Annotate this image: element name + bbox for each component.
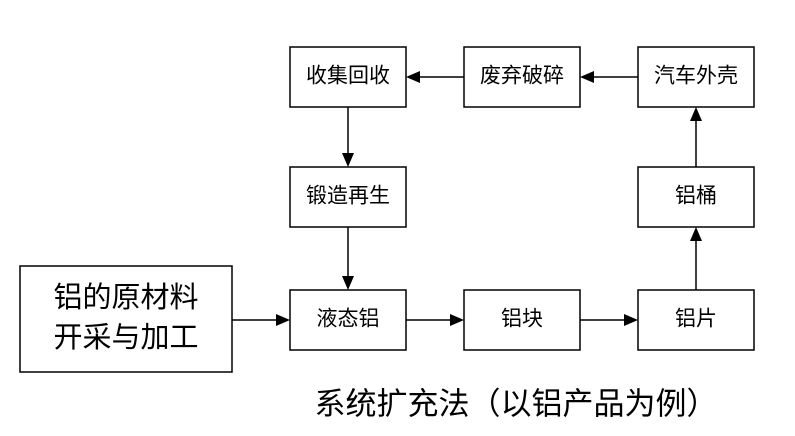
node-forge-regenerate-label: 锻造再生 bbox=[306, 184, 390, 208]
node-liquid-aluminum-label: 液态铝 bbox=[317, 307, 380, 331]
node-aluminum-bucket: 铝桶 bbox=[637, 166, 755, 228]
node-aluminum-sheet-label: 铝片 bbox=[675, 307, 717, 331]
node-liquid-aluminum: 液态铝 bbox=[289, 289, 407, 351]
node-forge-regenerate: 锻造再生 bbox=[289, 166, 407, 228]
arrow-bucket-to-car bbox=[690, 107, 702, 167]
arrow-block-to-sheet bbox=[580, 314, 638, 326]
node-aluminum-block: 铝块 bbox=[463, 289, 581, 351]
node-collect-recycle-label: 收集回收 bbox=[306, 64, 390, 88]
node-aluminum-block-label: 铝块 bbox=[501, 307, 543, 331]
arrow-liquid-to-block bbox=[406, 314, 464, 326]
node-raw-material-line2: 开采与加工 bbox=[53, 320, 198, 354]
arrow-car-to-discard bbox=[580, 71, 638, 83]
arrow-sheet-to-bucket bbox=[690, 227, 702, 290]
node-raw-material-line1: 铝的原材料 bbox=[53, 280, 198, 314]
diagram-caption: 系统扩充法（以铝产品为例） bbox=[315, 387, 718, 423]
node-car-shell: 汽车外壳 bbox=[637, 46, 755, 108]
node-aluminum-bucket-label: 铝桶 bbox=[675, 184, 717, 208]
node-discard-crush: 废弃破碎 bbox=[463, 46, 581, 108]
node-car-shell-label: 汽车外壳 bbox=[654, 64, 738, 88]
arrow-discard-to-collect bbox=[406, 71, 464, 83]
arrow-raw-to-liquid bbox=[232, 314, 290, 326]
node-aluminum-sheet: 铝片 bbox=[637, 289, 755, 351]
arrow-forge-to-liquid bbox=[342, 227, 354, 290]
arrow-collect-to-forge bbox=[342, 107, 354, 167]
node-collect-recycle: 收集回收 bbox=[289, 46, 407, 108]
node-discard-crush-label: 废弃破碎 bbox=[480, 64, 564, 88]
node-raw-material: 铝的原材料 开采与加工 bbox=[19, 265, 233, 373]
